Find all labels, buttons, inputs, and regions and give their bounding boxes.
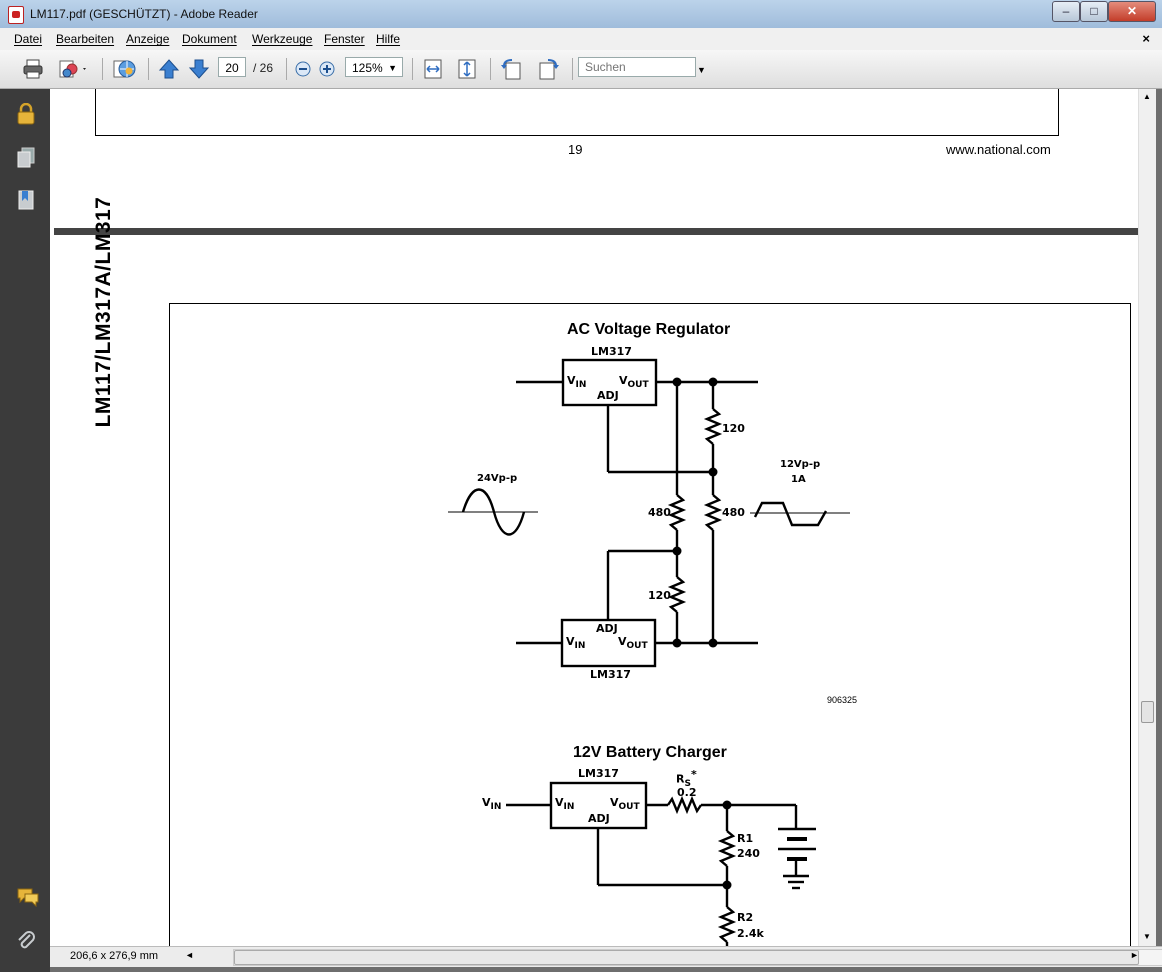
charger-ic-label: LM317	[578, 767, 619, 780]
page-footer-website: www.national.com	[946, 142, 1051, 157]
battery-charger-schematic	[506, 781, 816, 946]
scroll-right-arrow-icon[interactable]: ►	[1130, 950, 1139, 960]
toolbar: 20 / 26 125% ▼ ▼	[0, 50, 1162, 89]
menu-fenster[interactable]: Fenster	[324, 32, 365, 46]
document-viewer[interactable]: 19 www.national.com LM117/LM317A/LM317 A…	[50, 89, 1138, 946]
page-number: 19	[568, 142, 583, 157]
r120-bottom-label: 120	[648, 589, 671, 602]
ic-top-adj: ADJ	[597, 389, 619, 402]
pages-icon[interactable]	[16, 147, 36, 168]
ic-top-vout: VOUT	[619, 374, 649, 391]
input-voltage-label: 24Vp-p	[477, 473, 518, 484]
document-close-button[interactable]: ×	[1142, 31, 1150, 46]
ic-top-vin: VIN	[567, 374, 587, 391]
window-title: LM117.pdf (GESCHÜTZT) - Adobe Reader	[30, 7, 258, 21]
close-button[interactable]: ✕	[1108, 1, 1156, 22]
ic-bottom-vin: VIN	[566, 635, 586, 652]
charger-ic-vin: VIN	[555, 796, 575, 813]
battery-charger-title: 12V Battery Charger	[573, 744, 727, 761]
collaborate-icon[interactable]	[58, 58, 86, 80]
scroll-up-arrow-icon[interactable]: ▲	[1143, 92, 1151, 101]
title-bar: LM117.pdf (GESCHÜTZT) - Adobe Reader – □…	[0, 0, 1162, 29]
zoom-level-value: 125%	[352, 61, 383, 75]
previous-page-icon[interactable]	[158, 58, 180, 80]
share-globe-icon[interactable]	[112, 58, 136, 80]
rotate-right-icon[interactable]	[536, 58, 559, 80]
ac-regulator-title: AC Voltage Regulator	[567, 321, 731, 338]
pdf-app-icon	[8, 6, 24, 24]
charger-ic-vout: VOUT	[610, 796, 640, 813]
r2-value: 2.4k	[737, 927, 764, 940]
horizontal-scroll-thumb[interactable]	[234, 950, 1139, 965]
scroll-down-arrow-icon[interactable]: ▼	[1143, 932, 1151, 941]
page-separator	[54, 228, 1138, 235]
attachment-paperclip-icon[interactable]	[16, 929, 36, 949]
menu-datei[interactable]: Datei	[14, 32, 43, 46]
zoom-out-icon[interactable]	[294, 58, 316, 80]
maximize-button[interactable]: □	[1080, 1, 1108, 22]
page-number-input[interactable]: 20	[218, 57, 246, 77]
page-total: / 26	[253, 61, 274, 75]
charger-vin-external: VIN	[482, 796, 502, 813]
lock-icon[interactable]	[16, 102, 36, 125]
horizontal-scrollbar[interactable]	[233, 949, 1162, 966]
menu-werkzeuge[interactable]: Werkzeuge	[252, 32, 313, 46]
charger-ic-adj: ADJ	[588, 812, 610, 825]
r480-left-label: 480	[648, 506, 671, 519]
print-icon[interactable]	[22, 58, 44, 80]
menu-bar: Datei Bearbeiten Anzeige Dokument Werkze…	[0, 28, 1162, 51]
chevron-down-icon: ▼	[388, 63, 397, 73]
ic-bottom-label: LM317	[590, 668, 631, 681]
zoom-in-icon[interactable]	[318, 58, 340, 80]
vertical-scroll-thumb[interactable]	[1141, 701, 1154, 723]
r2-label: R2	[737, 911, 754, 924]
menu-dokument[interactable]: Dokument	[182, 32, 237, 46]
vertical-scrollbar[interactable]: ▲ ▼	[1138, 89, 1156, 946]
zoom-level-select[interactable]: 125% ▼	[345, 57, 403, 77]
menu-anzeige[interactable]: Anzeige	[126, 32, 170, 46]
r120-top-label: 120	[722, 422, 745, 435]
rotate-left-icon[interactable]	[500, 58, 522, 80]
menu-bearbeiten[interactable]: Bearbeiten	[56, 32, 115, 46]
ic-bottom-adj: ADJ	[596, 622, 618, 635]
search-input[interactable]	[578, 57, 696, 77]
fit-page-icon[interactable]	[456, 58, 478, 80]
bookmarks-icon[interactable]	[16, 189, 36, 210]
ic-top-label: LM317	[591, 345, 632, 358]
minimize-button[interactable]: –	[1052, 1, 1080, 22]
previous-page-figure-frame	[95, 89, 1059, 136]
search-options-chevron-icon[interactable]: ▼	[697, 65, 706, 75]
figure-frame	[169, 303, 1131, 946]
output-current-label: 1A	[791, 474, 806, 485]
page-size-readout: 206,6 x 276,9 mm	[70, 950, 159, 962]
r1-value: 240	[737, 847, 760, 860]
r1-label: R1	[737, 832, 754, 845]
rs-label: RS*	[676, 768, 697, 789]
r480-right-label: 480	[722, 506, 745, 519]
ac-regulator-schematic	[448, 358, 850, 668]
output-voltage-label: 12Vp-p	[780, 459, 821, 470]
ac-figure-number: 906325	[827, 695, 858, 705]
menu-hilfe[interactable]: Hilfe	[376, 32, 401, 46]
rs-value: 0.2	[677, 786, 697, 799]
comments-icon[interactable]	[16, 887, 39, 908]
navigation-sidebar	[0, 89, 50, 972]
fit-width-icon[interactable]	[422, 58, 444, 80]
scroll-left-arrow-icon[interactable]: ◄	[185, 950, 194, 960]
status-bar: 206,6 x 276,9 mm ◄ ►	[50, 946, 1162, 967]
next-page-icon[interactable]	[188, 58, 210, 80]
ic-bottom-vout: VOUT	[618, 635, 648, 652]
